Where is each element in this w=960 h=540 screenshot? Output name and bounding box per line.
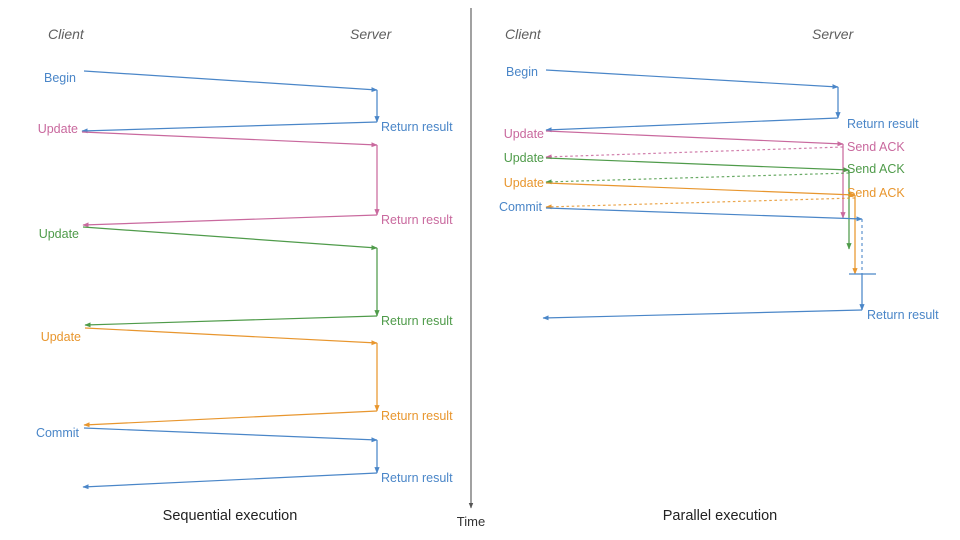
message-label-sequential-update2-request: Update bbox=[38, 227, 79, 241]
message-label-parallel-update2-ack: Send ACK bbox=[847, 162, 905, 176]
message-label-sequential-update1-request: Update bbox=[37, 122, 78, 136]
message-label-parallel-update1-ack: Send ACK bbox=[847, 140, 905, 154]
panel-caption-sequential: Sequential execution bbox=[162, 508, 298, 524]
message-line-parallel-commit-return bbox=[542, 309, 863, 321]
message-label-sequential-commit-return: Return result bbox=[381, 471, 453, 485]
message-line-parallel-begin-return bbox=[545, 117, 839, 133]
message-line-sequential-update2-request bbox=[82, 226, 378, 251]
message-line-parallel-update2-ack bbox=[545, 172, 850, 185]
message-line-sequential-commit-return bbox=[82, 472, 378, 490]
message-label-sequential-update1-return: Return result bbox=[381, 213, 453, 227]
message-label-parallel-commit-request: Commit bbox=[498, 200, 542, 214]
message-line-parallel-update2-request bbox=[545, 157, 850, 173]
message-line-parallel-update1-request bbox=[545, 130, 844, 147]
message-line-parallel-commit-request bbox=[545, 207, 863, 222]
actor-label-client-parallel: Client bbox=[505, 26, 541, 42]
message-line-parallel-update3-request bbox=[545, 182, 856, 198]
message-line-sequential-update3-request bbox=[84, 327, 378, 346]
actor-label-client-sequential: Client bbox=[48, 26, 84, 42]
message-label-sequential-begin-request: Begin bbox=[44, 71, 76, 85]
panel-caption-parallel: Parallel execution bbox=[662, 508, 778, 524]
message-line-parallel-update3-ack bbox=[545, 197, 856, 210]
message-label-parallel-update3-request: Update bbox=[503, 176, 544, 190]
message-label-sequential-commit-request: Commit bbox=[35, 426, 79, 440]
message-line-sequential-update2-return bbox=[84, 315, 378, 328]
message-label-sequential-update3-return: Return result bbox=[381, 409, 453, 423]
message-label-parallel-commit-return: Return result bbox=[867, 308, 939, 322]
message-label-parallel-update3-ack: Send ACK bbox=[847, 186, 905, 200]
message-label-parallel-update2-request: Update bbox=[503, 151, 544, 165]
message-label-sequential-update2-return: Return result bbox=[381, 314, 453, 328]
time-axis-label: Time bbox=[456, 514, 486, 529]
message-line-parallel-begin-request bbox=[545, 69, 839, 90]
message-line-sequential-update1-return bbox=[82, 214, 378, 228]
message-line-sequential-update1-request bbox=[81, 131, 378, 148]
message-line-sequential-begin-request bbox=[83, 70, 378, 93]
message-line-sequential-commit-request bbox=[83, 427, 378, 443]
message-line-parallel-update1-ack bbox=[545, 146, 844, 160]
message-label-sequential-update3-request: Update bbox=[40, 330, 81, 344]
actor-label-server-sequential: Server bbox=[350, 26, 392, 42]
actor-label-server-parallel: Server bbox=[812, 26, 854, 42]
message-label-parallel-begin-return: Return result bbox=[847, 117, 919, 131]
message-label-parallel-begin-request: Begin bbox=[506, 65, 538, 79]
message-label-parallel-update1-request: Update bbox=[503, 127, 544, 141]
message-line-sequential-begin-return bbox=[81, 121, 378, 134]
message-label-sequential-begin-return: Return result bbox=[381, 120, 453, 134]
message-line-sequential-update3-return bbox=[83, 410, 378, 428]
